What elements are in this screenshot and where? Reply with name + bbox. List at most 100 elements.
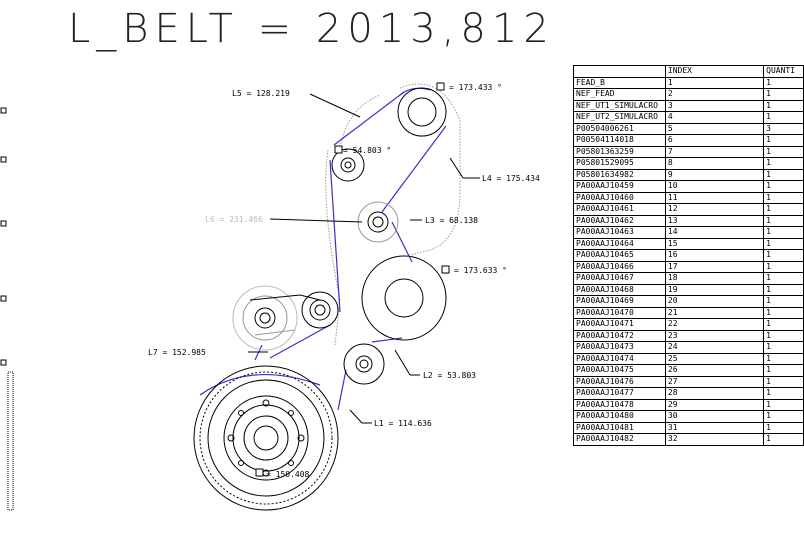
label-l2: L2 = 53.803 [423,371,476,380]
part-name-cell: PA00AAJ10470 [573,306,666,319]
quantity-cell: 1 [763,145,804,158]
leader-lines [248,93,480,424]
index-cell: 27 [664,375,765,388]
quantity-cell: 1 [763,421,804,434]
index-cell: 15 [664,237,765,250]
part-name-cell: PA00AAJ10466 [573,260,666,273]
quantity-cell: 1 [763,387,804,400]
index-cell: 5 [664,122,765,135]
quantity-cell: 1 [763,318,804,331]
table-header-quantity: QUANTI [763,65,804,78]
index-cell: 4 [664,111,765,124]
label-l7: L7 = 152.985 [148,348,206,357]
part-name-cell: PA00AAJ10462 [573,214,666,227]
pulley-small-lower [343,343,385,385]
quantity-cell: 1 [763,249,804,262]
index-cell: 29 [664,398,765,411]
pulley-top [397,87,447,137]
quantity-cell: 1 [763,295,804,308]
index-cell: 12 [664,203,765,216]
part-name-cell: NEF_FEAD [573,88,666,101]
index-cell: 23 [664,329,765,342]
crankshaft-pulley [193,365,339,511]
label-angle-right: = 173.633 ° [454,266,507,275]
quantity-cell: 1 [763,306,804,319]
quantity-cell: 3 [763,122,804,135]
part-name-cell: PA00AAJ10476 [573,375,666,388]
part-name-cell: P05801363259 [573,145,666,158]
quantity-cell: 1 [763,168,804,181]
index-cell: 28 [664,387,765,400]
left-edge-markers [0,107,7,366]
belt-envelope [325,83,461,346]
index-cell: 7 [664,145,765,158]
part-name-cell: FEAD_B [573,76,666,89]
index-cell: 25 [664,352,765,365]
quantity-cell: 1 [763,214,804,227]
index-cell: 32 [664,433,765,446]
quantity-cell: 1 [763,88,804,101]
quantity-cell: 1 [763,283,804,296]
index-cell: 2 [664,88,765,101]
index-cell: 31 [664,421,765,434]
part-name-cell: PA00AAJ10461 [573,203,666,216]
quantity-cell: 1 [763,226,804,239]
index-cell: 18 [664,272,765,285]
index-cell: 26 [664,364,765,377]
index-cell: 10 [664,180,765,193]
quantity-cell: 1 [763,341,804,354]
label-angle-crank: = 150.408 [266,470,310,479]
part-name-cell: NEF_UT1_SIMULACRO [573,99,666,112]
part-name-cell: P05801529095 [573,157,666,170]
index-cell: 14 [664,226,765,239]
part-name-cell: P00504114018 [573,134,666,147]
part-name-cell: PA00AAJ10459 [573,180,666,193]
part-name-cell: PA00AAJ10472 [573,329,666,342]
pulley-large-right [361,255,447,341]
quantity-cell: 1 [763,203,804,216]
label-l3: L3 = 68.138 [425,216,478,225]
part-name-cell: PA00AAJ10477 [573,387,666,400]
index-cell: 17 [664,260,765,273]
quantity-cell: 1 [763,410,804,423]
table-header-row: INDEX QUANTI [573,65,804,78]
index-cell: 11 [664,191,765,204]
belt-drive-diagram: L5 = 128.219 = 173.433 ° = 54.803 ° L4 =… [0,82,540,511]
index-cell: 21 [664,306,765,319]
index-cell: 22 [664,318,765,331]
angle-markers [255,82,450,477]
quantity-cell: 1 [763,260,804,273]
part-name-cell: PA00AAJ10465 [573,249,666,262]
quantity-cell: 1 [763,329,804,342]
index-cell: 16 [664,249,765,262]
part-name-cell: PA00AAJ10480 [573,410,666,423]
part-name-cell: PA00AAJ10468 [573,283,666,296]
label-l4: L4 = 175.434 [482,174,540,183]
quantity-cell: 1 [763,111,804,124]
part-name-cell: PA00AAJ10471 [573,318,666,331]
quantity-cell: 1 [763,375,804,388]
index-cell: 30 [664,410,765,423]
part-name-cell: PA00AAJ10482 [573,433,666,446]
label-angle-upper: = 54.803 ° [343,146,391,155]
